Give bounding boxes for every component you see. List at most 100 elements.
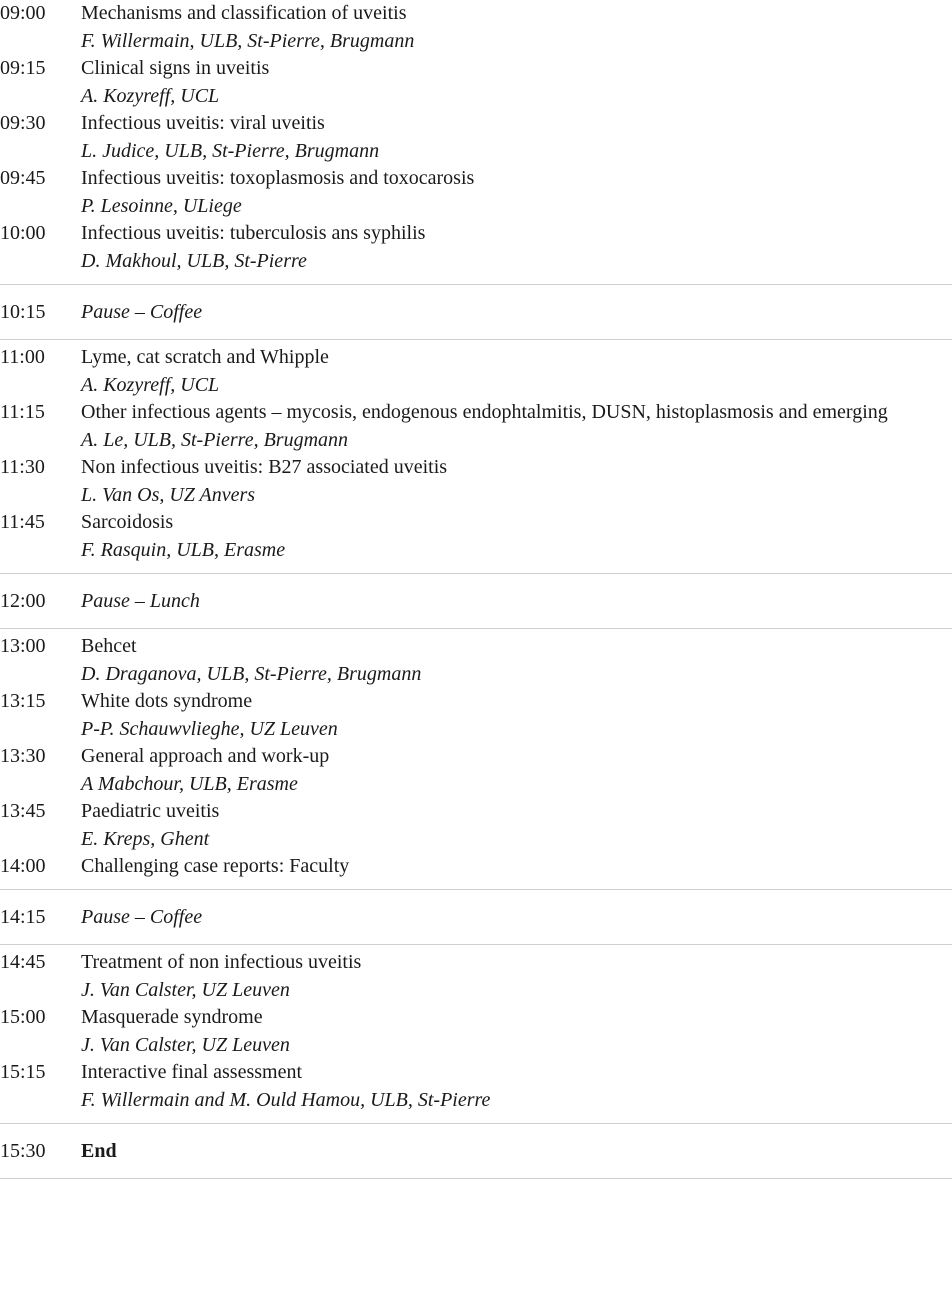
schedule-entry: 11:45 Sarcoidosis F. Rasquin, ULB, Erasme (0, 509, 952, 564)
entry-content: Infectious uveitis: tuberculosis ans syp… (81, 220, 952, 275)
entry-content: Pause – Coffee (81, 904, 952, 931)
entry-time: 09:15 (0, 57, 46, 79)
schedule-entry: 10:00 Infectious uveitis: tuberculosis an… (0, 220, 952, 275)
entry-time: 14:45 (0, 951, 46, 973)
schedule-entry: 11:00 Lyme, cat scratch and Whipple A. Koz… (0, 344, 952, 399)
talk-title: White dots syndrome (81, 690, 253, 712)
talk-speaker: P-P. Schauwvlieghe, UZ Leuven (81, 718, 338, 740)
talk-title: Clinical signs in uveitis (81, 57, 270, 79)
talk-title: Interactive final assessment (81, 1061, 303, 1083)
talk-speaker: A. Kozyreff, UCL (81, 374, 220, 396)
session-block: 11:00 Lyme, cat scratch and Whipple A. Koz… (0, 340, 952, 574)
schedule-entry: 11:30 Non infectious uveitis: B27 associa… (0, 454, 952, 509)
schedule-entry: 14:45 Treatment of non infectious uveitis… (0, 949, 952, 1004)
talk-speaker: J. Van Calster, UZ Leuven (81, 1034, 290, 1056)
entry-time: 15:30 (0, 1140, 46, 1162)
entry-content: Other infectious agents – mycosis, endog… (81, 399, 952, 454)
entry-time: 11:30 (0, 456, 45, 478)
entry-time: 09:30 (0, 112, 46, 134)
pause-label: Pause – Coffee (81, 906, 203, 928)
entry-time: 11:45 (0, 511, 45, 533)
talk-title: Masquerade syndrome (81, 1006, 263, 1028)
talk-speaker: E. Kreps, Ghent (81, 828, 210, 850)
entry-content: Infectious uveitis: toxoplasmosis and to… (81, 165, 952, 220)
end-label: End (81, 1140, 117, 1162)
entry-time: 13:45 (0, 800, 46, 822)
entry-content: Sarcoidosis F. Rasquin, ULB, Erasme (81, 509, 952, 564)
program-schedule: 09:00 Mechanisms and classification of uv… (0, 0, 952, 1179)
end-block: 15:30 End (0, 1124, 952, 1179)
entry-time: 13:00 (0, 635, 46, 657)
entry-time: 13:30 (0, 745, 46, 767)
talk-title: Mechanisms and classification of uveitis (81, 2, 407, 24)
entry-time: 11:00 (0, 346, 45, 368)
schedule-entry: 13:00 Behcet D. Draganova, ULB, St-Pierre,… (0, 633, 952, 688)
talk-speaker: A. Le, ULB, St-Pierre, Brugmann (81, 429, 349, 451)
pause-label: Pause – Lunch (81, 590, 200, 612)
entry-content: Mechanisms and classification of uveitis… (81, 0, 952, 55)
entry-content: Non infectious uveitis: B27 associated u… (81, 454, 952, 509)
talk-speaker: F. Willermain, ULB, St-Pierre, Brugmann (81, 30, 415, 52)
talk-title: Non infectious uveitis: B27 associated u… (81, 456, 448, 478)
talk-speaker: A. Kozyreff, UCL (81, 85, 220, 107)
schedule-entry: 09:45 Infectious uveitis: toxoplasmosis a… (0, 165, 952, 220)
entry-time: 10:00 (0, 222, 46, 244)
entry-content: Paediatric uveitis E. Kreps, Ghent (81, 798, 952, 853)
entry-content: Pause – Coffee (81, 299, 952, 326)
talk-speaker: L. Judice, ULB, St-Pierre, Brugmann (81, 140, 380, 162)
entry-content: Treatment of non infectious uveitis J. Va… (81, 949, 952, 1004)
talk-speaker: J. Van Calster, UZ Leuven (81, 979, 290, 1001)
talk-title: Lyme, cat scratch and Whipple (81, 346, 329, 368)
talk-title: Treatment of non infectious uveitis (81, 951, 362, 973)
entry-content: Pause – Lunch (81, 588, 952, 615)
entry-content: Challenging case reports: Faculty (81, 853, 952, 880)
pause-label: Pause – Coffee (81, 301, 203, 323)
talk-speaker: D. Draganova, ULB, St-Pierre, Brugmann (81, 663, 422, 685)
talk-speaker: A Mabchour, ULB, Erasme (81, 773, 298, 795)
talk-title: Infectious uveitis: viral uveitis (81, 112, 325, 134)
entry-time: 13:15 (0, 690, 46, 712)
entry-time: 11:15 (0, 401, 45, 423)
talk-title: General approach and work-up (81, 745, 330, 767)
talk-speaker: F. Willermain and M. Ould Hamou, ULB, St… (81, 1089, 491, 1111)
talk-title: Sarcoidosis (81, 511, 174, 533)
talk-title: Infectious uveitis: toxoplasmosis and to… (81, 167, 475, 189)
entry-content: General approach and work-up A Mabchour, … (81, 743, 952, 798)
schedule-entry: 14:00 Challenging case reports: Faculty (0, 853, 952, 880)
entry-content: Infectious uveitis: viral uveitis L. Judi… (81, 110, 952, 165)
schedule-entry: 09:00 Mechanisms and classification of uv… (0, 0, 952, 55)
schedule-entry: 10:15 Pause – Coffee (0, 299, 952, 326)
entry-time: 09:00 (0, 2, 46, 24)
entry-time: 09:45 (0, 167, 46, 189)
talk-title: Behcet (81, 635, 137, 657)
entry-content: Clinical signs in uveitis A. Kozyreff, UC… (81, 55, 952, 110)
session-block: 09:00 Mechanisms and classification of uv… (0, 0, 952, 285)
talk-title: Challenging case reports: Faculty (81, 855, 350, 877)
entry-time: 14:00 (0, 855, 46, 877)
schedule-entry: 09:15 Clinical signs in uveitis A. Kozyref… (0, 55, 952, 110)
entry-time: 14:15 (0, 906, 46, 928)
talk-speaker: P. Lesoinne, ULiege (81, 195, 242, 217)
schedule-entry: 13:30 General approach and work-up A Mabch… (0, 743, 952, 798)
schedule-entry: 15:00 Masquerade syndrome J. Van Calster, … (0, 1004, 952, 1059)
talk-speaker: L. Van Os, UZ Anvers (81, 484, 256, 506)
entry-time: 15:00 (0, 1006, 46, 1028)
talk-title: Paediatric uveitis (81, 800, 220, 822)
entry-content: Interactive final assessment F. Willermai… (81, 1059, 952, 1114)
schedule-entry: 14:15 Pause – Coffee (0, 904, 952, 931)
entry-time: 10:15 (0, 301, 46, 323)
session-block: 13:00 Behcet D. Draganova, ULB, St-Pierre,… (0, 629, 952, 890)
talk-title: Other infectious agents – mycosis, endog… (81, 401, 888, 423)
entry-content: End (81, 1138, 952, 1165)
schedule-entry: 11:15 Other infectious agents – mycosis, … (0, 399, 952, 454)
talk-speaker: F. Rasquin, ULB, Erasme (81, 539, 286, 561)
pause-block: 14:15 Pause – Coffee (0, 890, 952, 945)
entry-content: Lyme, cat scratch and Whipple A. Kozyreff… (81, 344, 952, 399)
pause-block: 10:15 Pause – Coffee (0, 285, 952, 340)
schedule-entry: 15:30 End (0, 1138, 952, 1165)
entry-content: Masquerade syndrome J. Van Calster, UZ Le… (81, 1004, 952, 1059)
